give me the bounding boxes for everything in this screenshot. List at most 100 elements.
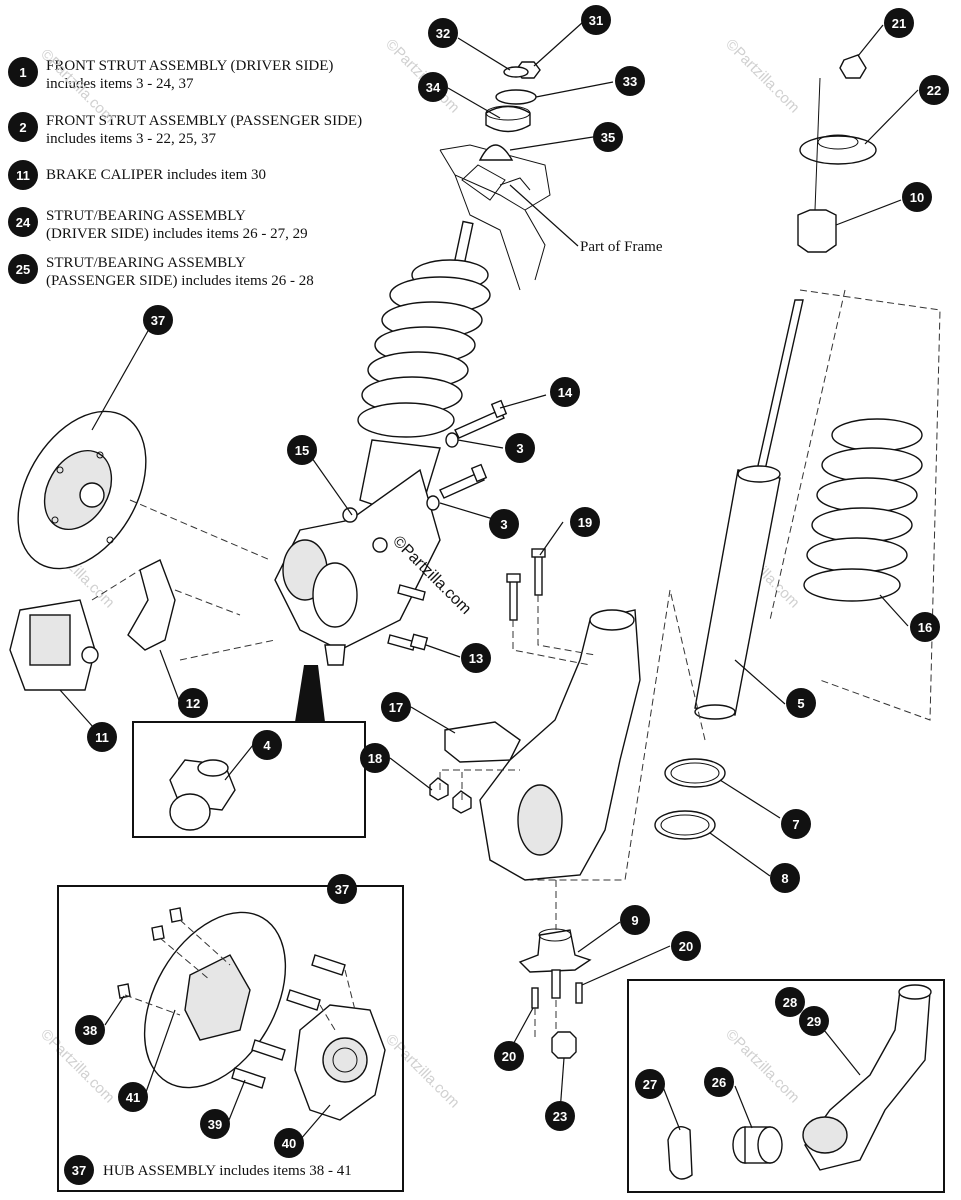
bolts	[387, 399, 508, 651]
mount-22	[799, 135, 877, 165]
svg-text:34: 34	[426, 80, 441, 95]
nut-21	[839, 54, 867, 79]
callout-33: 33	[615, 66, 645, 96]
callout-3b: 3	[489, 509, 519, 539]
bolt-38a	[169, 907, 183, 923]
shock-rod	[756, 299, 804, 471]
legend-item-2: 2 FRONT STRUT ASSEMBLY (PASSENGER SIDE) …	[8, 112, 362, 148]
washer-33	[495, 89, 537, 105]
callout-20b: 20	[494, 1041, 524, 1071]
callout-7: 7	[781, 809, 811, 839]
svg-text:27: 27	[643, 1077, 657, 1092]
svg-text:26: 26	[712, 1075, 726, 1090]
callout-37b: 37	[327, 874, 357, 904]
callout-31: 31	[581, 5, 611, 35]
callout-leaders	[59, 21, 919, 1141]
callout-39: 39	[200, 1109, 230, 1139]
callout-37: 37	[143, 305, 173, 335]
snap-ring-27	[667, 1126, 693, 1180]
legend-item-11: 11 BRAKE CALIPER includes item 30	[8, 160, 266, 190]
svg-text:4: 4	[263, 738, 271, 753]
watermark: ©Partzilla.com	[722, 36, 803, 117]
legend-badge: 24	[8, 207, 38, 237]
callout-17: 17	[381, 692, 411, 722]
callout-badges: 31 32 33 34 35 21 22 10 37 15 14 3 3 19 …	[75, 5, 949, 1158]
svg-text:21: 21	[892, 16, 906, 31]
hub-assembly-box	[57, 885, 404, 1192]
callout-20a: 20	[671, 931, 701, 961]
assembled-strut	[274, 220, 491, 666]
callout-10: 10	[902, 182, 932, 212]
svg-text:39: 39	[208, 1117, 222, 1132]
callout-12: 12	[178, 688, 208, 718]
ball-joint-9	[518, 929, 592, 973]
hub-assembly-footer: 37 HUB ASSEMBLY includes items 38 - 41	[64, 1155, 352, 1185]
stud-39	[231, 1067, 266, 1089]
callout-27: 27	[635, 1069, 665, 1099]
svg-text:38: 38	[83, 1023, 97, 1038]
svg-text:5: 5	[797, 696, 804, 711]
svg-text:12: 12	[186, 696, 200, 711]
legend-text: FRONT STRUT ASSEMBLY (PASSENGER SIDE) in…	[46, 113, 363, 147]
legend-text: BRAKE CALIPER includes item 30	[46, 167, 266, 183]
callout-40: 40	[274, 1128, 304, 1158]
svg-text:28: 28	[783, 995, 797, 1010]
callout-3a: 3	[505, 433, 535, 463]
nut-23	[551, 1031, 577, 1059]
hub-assembly-text: HUB ASSEMBLY includes items 38 - 41	[103, 1163, 352, 1179]
svg-text:15: 15	[295, 443, 309, 458]
exploded-strut-parts	[654, 54, 923, 840]
svg-text:18: 18	[368, 751, 382, 766]
bolt-3b	[439, 471, 485, 499]
svg-text:23: 23	[553, 1109, 567, 1124]
legend-text: STRUT/BEARING ASSEMBLY (PASSENGER SIDE) …	[46, 255, 314, 289]
svg-text:13: 13	[469, 651, 483, 666]
callout-13: 13	[461, 643, 491, 673]
callout-8: 8	[770, 863, 800, 893]
svg-text:37: 37	[335, 882, 349, 897]
callout-23: 23	[545, 1101, 575, 1131]
seat-35	[478, 144, 514, 161]
legend-badge: 2	[8, 112, 38, 142]
legend-badge: 25	[8, 254, 38, 284]
frame-section: Part of Frame	[439, 144, 663, 291]
svg-text:14: 14	[558, 385, 573, 400]
bolt-38b	[151, 925, 165, 941]
legend-badge: 11	[8, 160, 38, 190]
washer-3a	[445, 432, 459, 448]
brake-disc-assembly	[17, 410, 147, 570]
callout-16: 16	[910, 612, 940, 642]
callout-35: 35	[593, 122, 623, 152]
bolt-19b	[534, 554, 543, 596]
coil-spring-16	[803, 418, 923, 602]
callout-4: 4	[252, 730, 282, 760]
bolt-20a	[531, 987, 539, 1009]
watermark: ©Partzilla.com	[722, 1026, 803, 1107]
bolt-38c	[117, 983, 131, 999]
brake-caliper	[9, 599, 99, 691]
bolt-19a	[509, 579, 518, 621]
svg-text:35: 35	[601, 130, 615, 145]
svg-text:8: 8	[781, 871, 788, 886]
svg-text:16: 16	[918, 620, 932, 635]
svg-text:40: 40	[282, 1136, 296, 1151]
svg-text:3: 3	[500, 517, 507, 532]
bolt-14	[454, 409, 505, 439]
callout-11: 11	[87, 722, 117, 752]
legend-item-1: 1 FRONT STRUT ASSEMBLY (DRIVER SIDE) inc…	[8, 57, 333, 93]
callout-41: 41	[118, 1082, 148, 1112]
legend-text: STRUT/BEARING ASSEMBLY (DRIVER SIDE) inc…	[46, 208, 308, 242]
bolt-20b	[575, 982, 583, 1004]
callout-5: 5	[786, 688, 816, 718]
callout-18: 18	[360, 743, 390, 773]
bumper-10	[797, 209, 837, 253]
callout-26: 26	[704, 1067, 734, 1097]
watermark: ©Partzilla.com	[382, 36, 463, 117]
svg-text:20: 20	[502, 1049, 516, 1064]
knuckle-exploded	[429, 548, 641, 881]
svg-text:32: 32	[436, 26, 450, 41]
watermark: ©Partzilla.com	[37, 46, 118, 127]
callout-34: 34	[418, 72, 448, 102]
svg-text:20: 20	[679, 939, 693, 954]
callout-21: 21	[884, 8, 914, 38]
